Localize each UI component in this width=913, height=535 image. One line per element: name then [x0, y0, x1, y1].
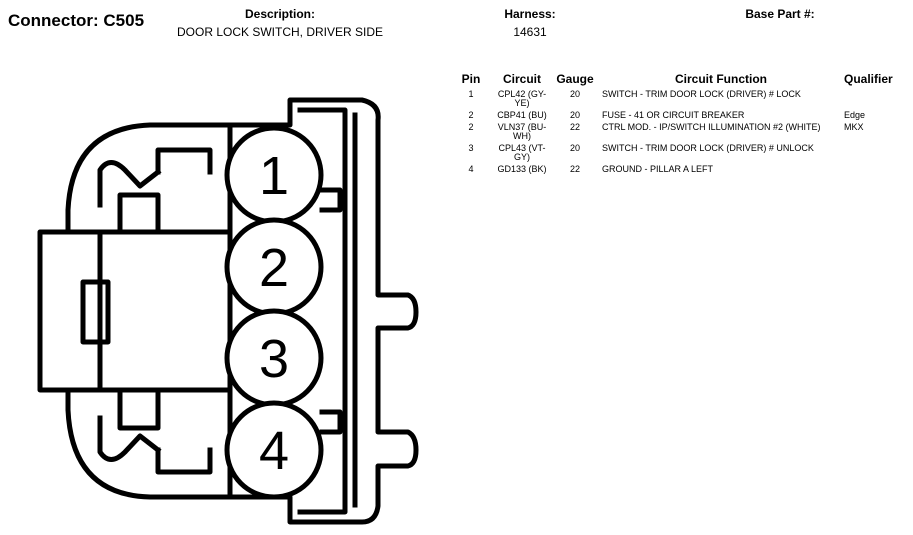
base-part-block: Base Part #:: [720, 7, 840, 39]
circuit-table: Pin Circuit Gauge Circuit Function Quali…: [450, 72, 893, 176]
left-latch-slot: [80, 279, 111, 345]
pin-cell: 2: [468, 122, 474, 132]
gauge-cell: 20: [569, 143, 580, 153]
upper-tab: [155, 147, 213, 175]
pin-cell: 2: [468, 110, 474, 120]
table-row: 2 CBP41 (BU) 20 FUSE - 41 OR CIRCUIT BRE…: [450, 110, 893, 122]
qualifier-cell: Edge: [844, 110, 866, 120]
pin-cell: 3: [468, 143, 474, 153]
table-row: 3 CPL43 (VT-GY) 20 SWITCH - TRIM DOOR LO…: [450, 143, 893, 164]
function-column-header: Circuit Function: [675, 72, 767, 86]
upper-latch-post: [117, 192, 161, 235]
harness-label: Harness:: [504, 7, 556, 21]
circuit-cell: GD133 (BK): [497, 164, 547, 174]
gauge-column-header: Gauge: [556, 72, 594, 86]
qualifier-cell: [844, 143, 893, 164]
connector-shell-outline: [65, 122, 233, 500]
circuit-table-header-row: Pin Circuit Gauge Circuit Function Quali…: [450, 72, 893, 89]
pin-cell: 1: [468, 89, 474, 99]
pin-column-header: Pin: [461, 72, 481, 86]
description-label: Description:: [244, 7, 315, 21]
harness-value: 14631: [513, 25, 547, 39]
harness-block: Harness: 14631: [480, 7, 580, 39]
pin-number-label: 3: [259, 329, 289, 389]
gauge-cell: 22: [569, 164, 580, 174]
pin-number-label: 2: [259, 238, 289, 298]
description-value: DOOR LOCK SWITCH, DRIVER SIDE: [176, 25, 384, 39]
pin-cavity-4: [224, 400, 324, 500]
function-cell: SWITCH - TRIM DOOR LOCK (DRIVER) # UNLOC…: [602, 143, 814, 153]
gauge-cell: 20: [569, 89, 580, 99]
function-cell: CTRL MOD. - IP/SWITCH ILLUMINATION #2 (W…: [602, 122, 821, 132]
pin-number-label: 1: [259, 146, 289, 206]
qualifier-cell: [844, 164, 893, 176]
pin-cell: 4: [468, 164, 474, 174]
right-notch-lower: [319, 409, 343, 435]
description-block: Description: DOOR LOCK SWITCH, DRIVER SI…: [150, 7, 410, 39]
right-housing-inner: [297, 107, 348, 515]
right-housing-outline: [227, 97, 419, 525]
right-notch-upper: [319, 187, 343, 213]
function-cell: FUSE - 41 OR CIRCUIT BREAKER: [602, 110, 745, 120]
function-cell: GROUND - PILLAR A LEFT: [602, 164, 714, 174]
table-row: 1 CPL42 (GY-YE) 20 SWITCH - TRIM DOOR LO…: [450, 89, 893, 110]
function-cell: SWITCH - TRIM DOOR LOCK (DRIVER) # LOCK: [602, 89, 801, 99]
pin-number-label: 4: [259, 421, 289, 481]
upper-hook: [97, 160, 162, 208]
base-part-label: Base Part #:: [745, 7, 815, 21]
circuit-cell: VLN37 (BU-WH): [497, 122, 547, 141]
lower-tab: [155, 447, 213, 475]
circuit-column-header: Circuit: [502, 72, 541, 86]
circuit-cell: CPL42 (GY-YE): [497, 89, 547, 108]
lower-latch-post: [117, 387, 161, 431]
qualifier-column-header: Qualifier: [844, 72, 893, 86]
qualifier-cell: [844, 89, 893, 110]
circuit-cell: CPL43 (VT-GY): [498, 143, 546, 162]
table-row: 4 GD133 (BK) 22 GROUND - PILLAR A LEFT: [450, 164, 893, 176]
qualifier-cell: MKX: [844, 122, 864, 132]
gauge-cell: 20: [569, 110, 580, 120]
lower-hook: [97, 415, 162, 462]
gauge-cell: 22: [569, 122, 580, 132]
circuit-cell: CBP41 (BU): [497, 110, 547, 120]
table-row: 2 VLN37 (BU-WH) 22 CTRL MOD. - IP/SWITCH…: [450, 122, 893, 143]
connector-title: Connector: C505: [8, 11, 145, 30]
pin-group: 1 2 3 4: [224, 125, 324, 500]
left-latch-box: [37, 229, 103, 393]
left-latch-body: [97, 229, 233, 393]
